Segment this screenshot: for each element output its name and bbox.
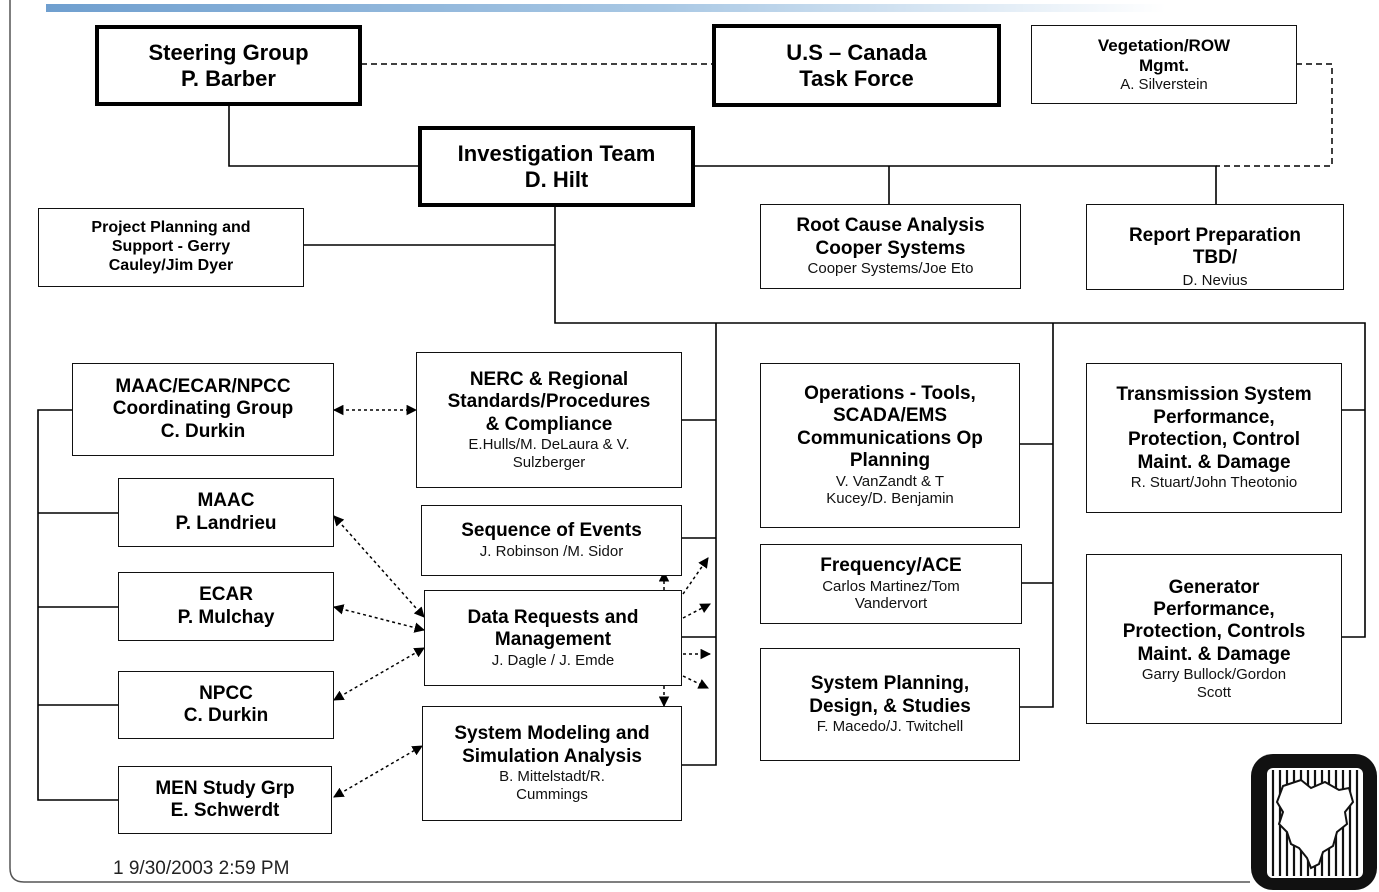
transmission-lead: R. Stuart/John Theotonio [1130, 473, 1298, 491]
data-requests-title: Data Requests and Management [467, 606, 639, 651]
operations-title: Operations - Tools, SCADA/EMS Communicat… [797, 383, 983, 472]
system-planning-box: System Planning, Design, & Studies F. Ma… [760, 648, 1020, 761]
system-planning-title: System Planning, Design, & Studies [809, 673, 971, 717]
vegetation-title: Vegetation/ROW Mgmt. [1097, 35, 1231, 75]
nerc-box: NERC & Regional Standards/Procedures & C… [416, 352, 682, 488]
task-force-title: U.S – Canada Task Force [786, 39, 927, 91]
ecar-title: ECAR P. Mulchay [177, 584, 275, 628]
transmission-box: Transmission System Performance, Protect… [1086, 363, 1342, 513]
investigation-team-title: Investigation Team D. Hilt [457, 140, 656, 192]
steering-group-box: Steering Group P. Barber [95, 25, 362, 106]
system-modeling-lead: B. Mittelstadt/R. Cummings [499, 768, 605, 803]
generator-lead: Garry Bullock/Gordon Scott [1141, 666, 1287, 701]
npcc-title: NPCC C. Durkin [183, 682, 269, 726]
generator-box: Generator Performance, Protection, Contr… [1086, 554, 1342, 724]
data-requests-box: Data Requests and Management J. Dagle / … [424, 590, 682, 686]
header-accent-bar [46, 4, 1166, 12]
frequency-box: Frequency/ACE Carlos Martinez/Tom Vander… [760, 544, 1022, 624]
coordinating-group-box: MAAC/ECAR/NPCC Coordinating Group C. Dur… [72, 363, 334, 456]
frequency-lead: Carlos Martinez/Tom Vandervort [822, 577, 960, 613]
maac-box: MAAC P. Landrieu [118, 478, 334, 547]
data-requests-lead: J. Dagle / J. Emde [491, 651, 615, 669]
solid-connectors [37, 104, 1366, 801]
maac-title: MAAC P. Landrieu [175, 490, 277, 534]
report-prep-box: Report Preparation TBD/ D. Nevius [1086, 204, 1344, 290]
frequency-title: Frequency/ACE [820, 555, 962, 577]
men-study-box: MEN Study Grp E. Schwerdt [118, 766, 332, 834]
project-planning-box: Project Planning and Support - Gerry Cau… [38, 208, 304, 287]
investigation-team-box: Investigation Team D. Hilt [418, 126, 695, 207]
coordinating-group-title: MAAC/ECAR/NPCC Coordinating Group C. Dur… [112, 375, 294, 442]
npcc-box: NPCC C. Durkin [118, 671, 334, 739]
report-prep-title-text: Report Preparation TBD/ [1128, 224, 1302, 268]
vegetation-lead: A. Silverstein [1120, 75, 1208, 93]
nerc-lead: E.Hulls/M. DeLaura & V. Sulzberger [468, 435, 630, 471]
sequence-of-events-lead: J. Robinson /M. Sidor [479, 542, 624, 560]
root-cause-box: Root Cause Analysis Cooper Systems Coope… [760, 204, 1021, 289]
transmission-title: Transmission System Performance, Protect… [1116, 384, 1312, 473]
men-study-title: MEN Study Grp E. Schwerdt [155, 777, 295, 821]
sequence-of-events-box: Sequence of Events J. Robinson /M. Sidor [421, 505, 682, 576]
dotted-arrows [332, 404, 712, 798]
operations-lead: V. VanZandt & T Kucey/D. Benjamin [826, 472, 954, 508]
sequence-of-events-title: Sequence of Events [461, 520, 642, 542]
vegetation-box: Vegetation/ROW Mgmt. A. Silverstein [1031, 25, 1297, 104]
nerc-title: NERC & Regional Standards/Procedures & C… [447, 368, 651, 435]
system-modeling-title: System Modeling and Simulation Analysis [454, 723, 650, 767]
steering-group-title: Steering Group P. Barber [148, 39, 309, 91]
report-prep-lead: D. Nevius [1182, 272, 1248, 290]
system-modeling-box: System Modeling and Simulation Analysis … [422, 706, 682, 821]
generator-title: Generator Performance, Protection, Contr… [1122, 576, 1306, 665]
system-planning-lead: F. Macedo/J. Twitchell [816, 718, 964, 736]
root-cause-title: Root Cause Analysis Cooper Systems [796, 215, 985, 259]
slide-frame [9, 0, 1250, 883]
root-cause-lead: Cooper Systems/Joe Eto [807, 260, 974, 278]
report-prep-title: Report Preparation TBD/ D. Nevius [1129, 202, 1301, 292]
slide-timestamp: 1 9/30/2003 2:59 PM [113, 858, 290, 879]
north-america-logo-icon [1251, 754, 1377, 890]
ecar-box: ECAR P. Mulchay [118, 572, 334, 641]
project-planning-title: Project Planning and Support - Gerry Cau… [91, 219, 251, 274]
dashed-connectors [361, 63, 1333, 167]
operations-box: Operations - Tools, SCADA/EMS Communicat… [760, 363, 1020, 528]
task-force-box: U.S – Canada Task Force [712, 24, 1001, 107]
